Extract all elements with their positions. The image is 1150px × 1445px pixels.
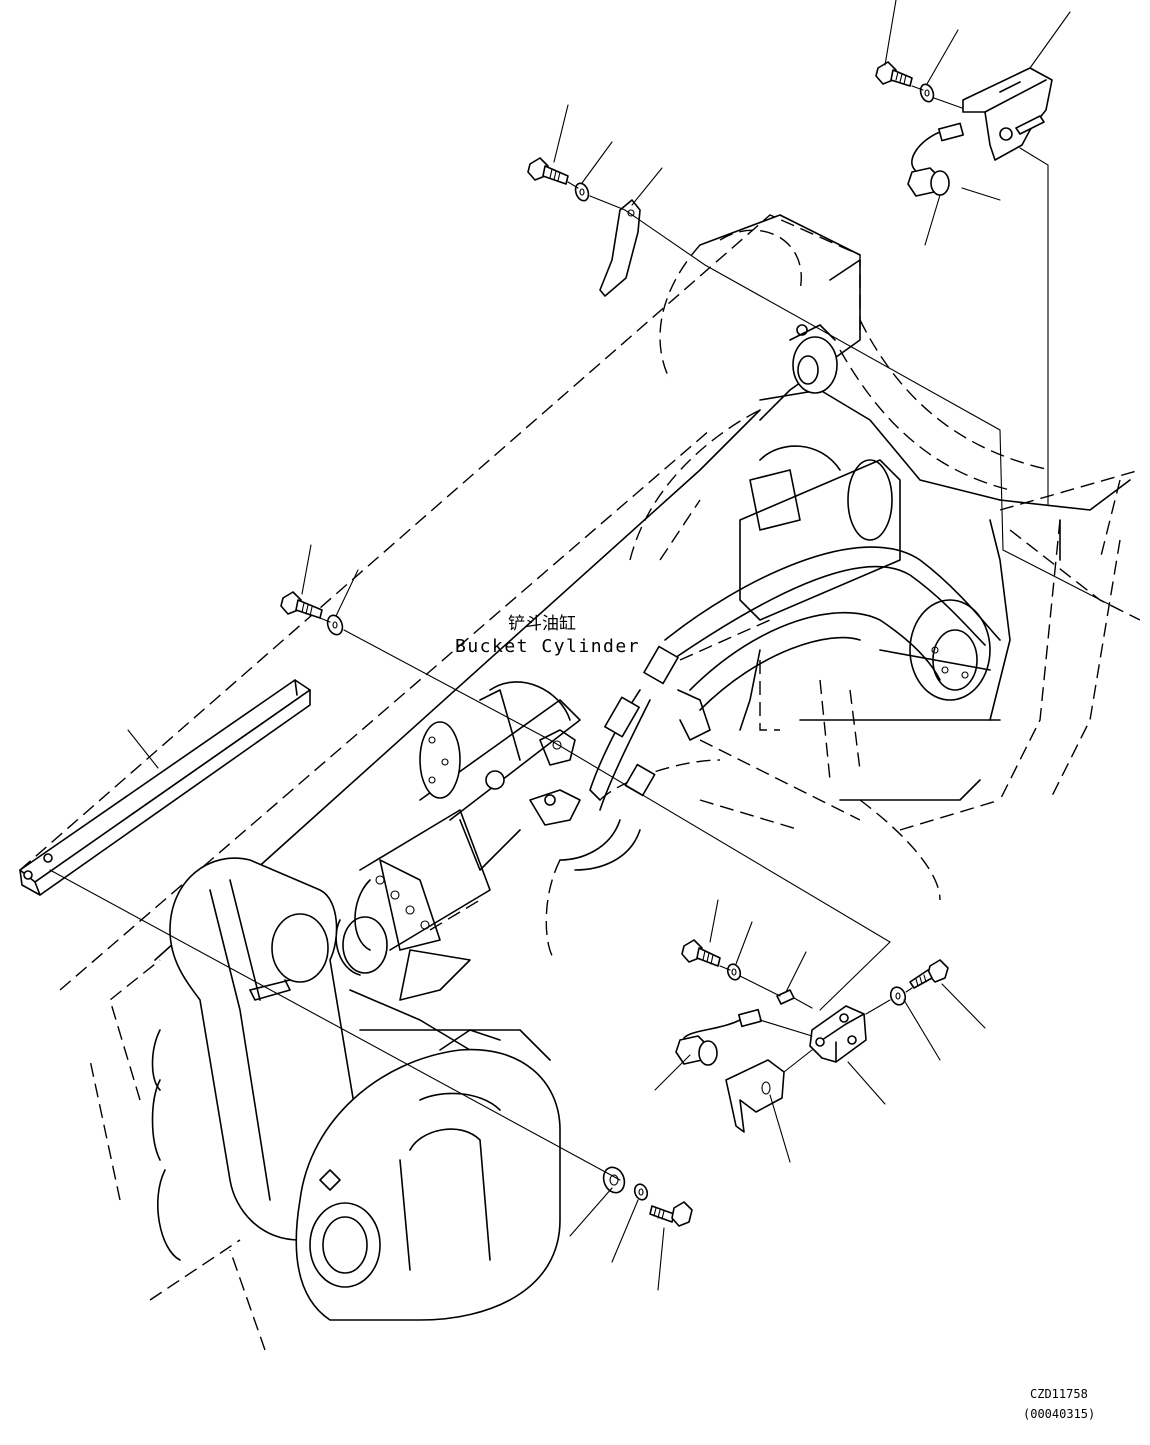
washer-bottom-large: [602, 1166, 626, 1194]
plate-upper-middle: [599, 199, 641, 297]
bolt-lower-middle: [681, 939, 721, 967]
rear-cylinder: [739, 445, 991, 701]
bolt-upper-middle: [527, 157, 569, 185]
bucket-cylinder-assembly: [335, 681, 581, 1061]
plate-lower-middle: [725, 1059, 785, 1133]
angle-rail: [19, 679, 311, 896]
bracket-top-right: [962, 67, 1053, 161]
proximity-sensor-lower: [675, 1008, 763, 1066]
bucket-cylinder-label-cn: 铲斗油缸: [508, 613, 576, 634]
washer-middle-left: [326, 614, 344, 636]
bucket-hinge-boss: [295, 1029, 561, 1321]
bracket-lower-middle: [809, 1005, 867, 1063]
washer-lower-middle: [726, 963, 742, 981]
washer-bottom-small: [633, 1183, 649, 1201]
frame-solid-lines: [154, 214, 1131, 961]
washer-top-right: [919, 83, 935, 103]
bolt-lower-right: [909, 959, 949, 989]
hydraulic-hose: [559, 546, 1001, 871]
proximity-sensor-top: [907, 122, 964, 197]
washer-upper-middle: [574, 182, 590, 202]
washer-lower-right: [889, 986, 907, 1006]
callout-leader-lines: [127, 0, 1071, 1291]
bolt-bottom: [649, 1201, 693, 1227]
drawing-code: CZD11758: [1030, 1387, 1088, 1401]
boom-frame-outline: [19, 214, 1141, 1351]
drawing-revision: (00040315): [1023, 1407, 1095, 1421]
lift-arm-link: [151, 857, 363, 1261]
bucket-cylinder-label-en: Bucket Cylinder: [455, 636, 640, 657]
assembly-reference-lines: [49, 85, 1121, 1181]
bolt-middle-left: [280, 591, 323, 619]
bolt-top-right: [875, 61, 913, 87]
